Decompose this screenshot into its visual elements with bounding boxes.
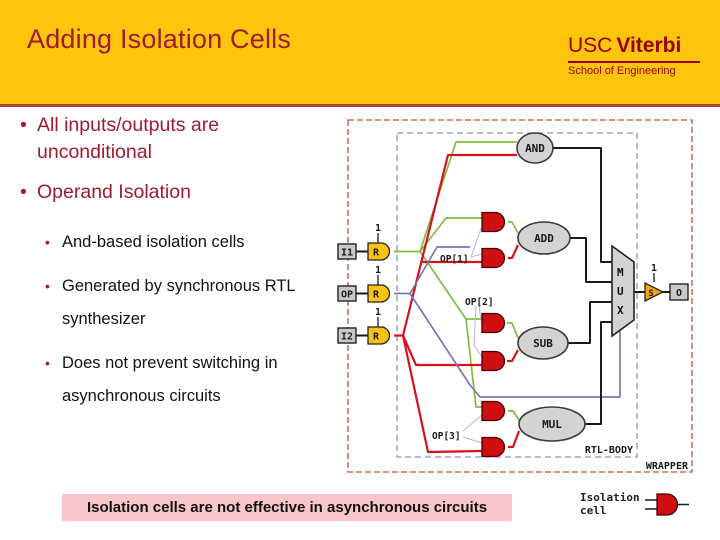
wrapper-label: WRAPPER: [646, 461, 689, 472]
bullet-level2: • Generated by synchronous RTL synthesiz…: [45, 270, 350, 336]
circuit-svg: AND ADD SUB MUL R R R I1 OP: [337, 119, 693, 473]
op3-label: OP[3]: [432, 431, 461, 442]
add-unit: [517, 221, 571, 255]
bullet-marker: •: [20, 114, 27, 136]
register: [367, 284, 391, 303]
register-label: R: [373, 332, 380, 343]
ports: [337, 243, 689, 344]
bullet-text: Does not prevent switching in asynchrono…: [62, 354, 278, 405]
mux-label: MUX: [617, 266, 624, 317]
rtl-body-boundary: [396, 132, 638, 458]
input-label-op: OP: [341, 290, 353, 301]
isolation-cell-gate: [481, 350, 506, 372]
register: [367, 242, 391, 261]
registers: [367, 242, 391, 345]
slide-title: Adding Isolation Cells: [27, 24, 292, 54]
legend-label-line2: cell: [580, 504, 607, 517]
bullet-level2: • Does not prevent switching in asynchro…: [45, 347, 350, 413]
rtl-body-label: RTL-BODY: [585, 445, 633, 456]
bullet-level1: • Operand Isolation: [20, 179, 350, 206]
bullet-level2: • And-based isolation cells: [45, 226, 350, 259]
bullet-text: All inputs/outputs are unconditional: [37, 114, 220, 163]
input-port-op: [337, 285, 357, 302]
bus-width-label: 1: [651, 263, 657, 274]
output-label: O: [676, 288, 682, 299]
bus-width-label: 1: [375, 223, 381, 234]
and-unit: [516, 132, 554, 164]
mul-unit-label: MUL: [542, 418, 562, 431]
bus-width-label: 1: [375, 307, 381, 318]
select-slice: [644, 281, 665, 303]
register: [367, 326, 391, 345]
logo-viterbi: Viterbi: [616, 34, 682, 57]
datapath-net: [356, 147, 670, 425]
bullet-text: Generated by synchronous RTL synthesizer: [62, 277, 295, 328]
circuit-diagram: AND ADD SUB MUL R R R I1 OP: [336, 112, 708, 480]
op1-label: OP[1]: [440, 254, 469, 265]
bullet-list: • All inputs/outputs are unconditional •…: [20, 112, 350, 424]
and-unit-label: AND: [525, 142, 545, 155]
isolation-cells: [481, 211, 506, 458]
bullet-marker: •: [45, 278, 50, 294]
input-port-i1: [337, 243, 357, 260]
isolation-cell-gate: [481, 436, 506, 458]
input-label-i1: I1: [341, 248, 353, 259]
output-port-o: [669, 283, 689, 301]
bus-width-label: 1: [375, 265, 381, 276]
isolation-cell-gate: [481, 312, 506, 334]
enable-net: [462, 225, 483, 444]
bullet-marker: •: [20, 181, 27, 203]
register-label: R: [373, 290, 380, 301]
op2-label: OP[2]: [465, 297, 494, 308]
bullet-marker: •: [45, 355, 50, 371]
select-label: S: [648, 289, 653, 299]
add-unit-label: ADD: [534, 232, 554, 245]
bullet-level1: • All inputs/outputs are unconditional: [20, 112, 350, 166]
callout-box: Isolation cells are not effective in asy…: [62, 494, 512, 521]
logo-rule: [568, 61, 700, 63]
bullet-marker: •: [45, 234, 50, 250]
isolation-cell-gate: [481, 400, 506, 422]
i2-net: [394, 153, 521, 454]
legend-label-line1: Isolation: [580, 491, 640, 504]
callout-text: Isolation cells are not effective in asy…: [86, 499, 488, 516]
legend-gate-shape: [656, 493, 679, 516]
sub-unit-label: SUB: [533, 337, 553, 350]
isolation-cell-gate: [481, 211, 506, 233]
input-port-i2: [337, 327, 357, 344]
logo-usc: USC: [568, 34, 613, 57]
logo-school: School of Engineering: [568, 65, 676, 77]
bullet-text: And-based isolation cells: [62, 233, 245, 251]
functional-units: [516, 132, 586, 442]
mux: [611, 244, 635, 338]
register-label: R: [373, 248, 380, 259]
isolation-cell-legend: Isolation cell: [580, 491, 694, 521]
bullet-text: Operand Isolation: [37, 181, 191, 203]
bus-ticks: [377, 233, 655, 327]
isolation-cell-gate: [481, 247, 506, 269]
sub-bullet-list: • And-based isolation cells • Generated …: [20, 226, 350, 413]
op-net: [394, 246, 621, 398]
legend-label: Isolation cell: [580, 491, 644, 521]
sub-unit: [517, 326, 569, 360]
input-label-i2: I2: [341, 332, 353, 343]
mul-unit: [518, 406, 586, 442]
legend-gate-icon: [645, 493, 689, 516]
